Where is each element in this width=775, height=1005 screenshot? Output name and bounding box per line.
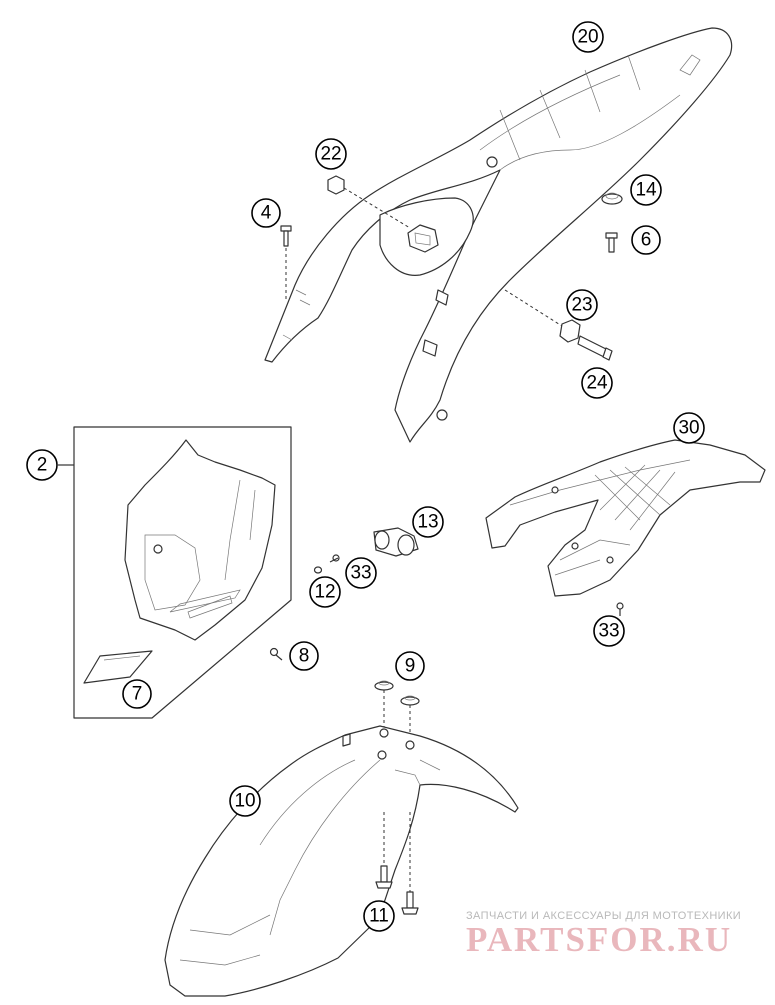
side-panel-30 (485, 439, 766, 597)
callout-11[interactable]: 11 (363, 900, 395, 932)
bolts-11 (375, 812, 419, 915)
washer-12 (313, 566, 323, 574)
svg-text:33: 33 (350, 563, 371, 584)
callout-10[interactable]: 10 (229, 785, 261, 817)
clamp-13 (373, 527, 419, 557)
svg-text:12: 12 (314, 582, 335, 603)
svg-text:24: 24 (586, 373, 608, 394)
callout-7[interactable]: 7 (122, 679, 152, 709)
callout-20[interactable]: 20 (572, 21, 604, 53)
svg-text:30: 30 (678, 418, 699, 439)
svg-text:14: 14 (635, 180, 657, 201)
callout-33-right[interactable]: 33 (593, 615, 625, 647)
callout-6[interactable]: 6 (631, 225, 661, 255)
svg-text:8: 8 (299, 646, 310, 667)
callout-2[interactable]: 2 (26, 449, 58, 481)
number-plate (124, 439, 276, 641)
watermark-tagline: ЗАПЧАСТИ И АКСЕССУАРЫ ДЛЯ МОТОТЕХНИКИ (466, 910, 742, 922)
svg-text:2: 2 (37, 455, 48, 476)
svg-text:13: 13 (417, 512, 438, 533)
watermark-logo: PARTSFOR.RU (466, 920, 733, 959)
svg-text:9: 9 (405, 656, 416, 677)
callout-4[interactable]: 4 (251, 198, 281, 228)
svg-text:7: 7 (132, 684, 143, 705)
nut-22 (327, 175, 411, 229)
callout-22[interactable]: 22 (315, 138, 347, 170)
svg-text:33: 33 (598, 621, 619, 642)
decal-7 (83, 650, 153, 684)
svg-text:4: 4 (261, 203, 272, 224)
svg-text:11: 11 (369, 906, 389, 927)
callout-9[interactable]: 9 (395, 651, 425, 681)
callout-8[interactable]: 8 (289, 641, 319, 671)
bolt-6 (605, 232, 618, 253)
svg-text:6: 6 (641, 230, 652, 251)
rear-fender (264, 27, 733, 443)
callout-12[interactable]: 12 (309, 576, 341, 608)
screw-33-left (329, 554, 340, 563)
callout-13[interactable]: 13 (412, 506, 444, 538)
callout-14[interactable]: 14 (630, 174, 662, 206)
callout-33-left[interactable]: 33 (345, 557, 377, 589)
screw-33-right (616, 602, 624, 616)
callout-23[interactable]: 23 (566, 289, 598, 321)
screw-8 (269, 647, 283, 661)
nut-23-bolt-24 (504, 289, 613, 361)
svg-text:23: 23 (571, 295, 592, 316)
bolt-4 (280, 225, 292, 300)
grommet-14 (601, 192, 623, 205)
svg-text:22: 22 (320, 144, 341, 165)
svg-text:20: 20 (577, 27, 598, 48)
callout-30[interactable]: 30 (673, 412, 705, 444)
svg-text:10: 10 (234, 791, 255, 812)
callout-24[interactable]: 24 (581, 367, 613, 399)
